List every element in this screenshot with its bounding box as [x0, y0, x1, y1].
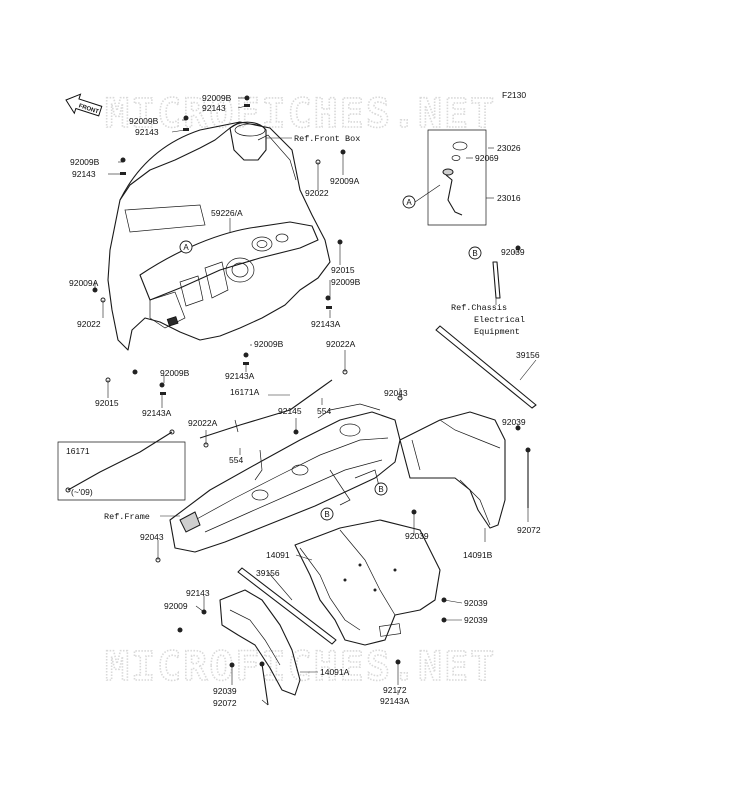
inset-harness-box [57, 429, 186, 501]
part-label: 92022A [188, 418, 218, 428]
part-label: 92039 [464, 598, 488, 608]
figure-code: F2130 [502, 90, 526, 100]
part-label: 92009B [331, 277, 361, 287]
watermark-bottom: MICROFICHES.NET [105, 644, 496, 690]
callout-a-dash: A [179, 240, 193, 254]
part-label: 59226/A [211, 208, 243, 218]
rubber-strip-right [435, 325, 537, 409]
part-label: 16171 [66, 446, 90, 456]
part-label: 92143A [142, 408, 172, 418]
rod-right [525, 447, 531, 508]
leader-lines [94, 97, 537, 706]
part-label: 92143A [225, 371, 255, 381]
part-label: 92039 [213, 686, 237, 696]
part-label: Electrical [474, 315, 525, 325]
part-label: 92039 [502, 417, 526, 427]
part-label: 92015 [95, 398, 119, 408]
part-labels: 92009B 92143 92009B 92143 Ref.Front Box … [66, 93, 541, 708]
part-label: 92143 [135, 127, 159, 137]
callout-b-floor: B [320, 507, 334, 521]
part-label: 92022 [77, 319, 101, 329]
part-label: 92009B [254, 339, 284, 349]
part-label: 92009B [160, 368, 190, 378]
part-label: 92022 [305, 188, 329, 198]
part-label: 92039 [464, 615, 488, 625]
dashboard-cover-part [107, 121, 331, 351]
svg-text:A: A [183, 243, 189, 252]
callout-b-chassis: B [468, 246, 482, 260]
rear-frame-part [169, 403, 401, 553]
part-label: 14091 [266, 550, 290, 560]
part-label: 92143A [380, 696, 410, 706]
part-label: 92043 [140, 532, 164, 542]
part-label: 92039 [501, 247, 525, 257]
part-label: Equipment [474, 327, 520, 337]
part-label: 39156 [516, 350, 540, 360]
part-label: 92015 [331, 265, 355, 275]
part-label: 92009B [202, 93, 232, 103]
svg-text:B: B [378, 485, 383, 494]
part-label: Ref.Front Box [294, 134, 360, 144]
part-label: 23026 [497, 143, 521, 153]
callout-b-frame: B [374, 482, 388, 496]
callout-a-box: A [402, 195, 416, 209]
part-label: 39156 [256, 568, 280, 578]
part-label: 16171A [230, 387, 260, 397]
part-label: 23016 [497, 193, 521, 203]
part-label: 92009 [164, 601, 188, 611]
part-label: 14091A [320, 667, 350, 677]
part-label: 92039 [405, 531, 429, 541]
part-label: 92069 [475, 153, 499, 163]
part-label: 92143 [72, 169, 96, 179]
right-fender-part [399, 411, 506, 529]
part-label: 92043 [384, 388, 408, 398]
switch-assembly-box [414, 129, 487, 226]
svg-text:A: A [406, 198, 412, 207]
part-label: 92009B [70, 157, 100, 167]
part-label: 92009B [129, 116, 159, 126]
part-label: 14091B [463, 550, 493, 560]
part-label: Ref.Chassis [451, 303, 507, 313]
part-label: 92143 [202, 103, 226, 113]
part-label: 92009A [69, 278, 99, 288]
part-label: 92143 [186, 588, 210, 598]
left-fender-part [219, 589, 301, 696]
rod-left [259, 661, 269, 706]
part-label: 92009A [330, 176, 360, 186]
part-label: 92172 [383, 685, 407, 695]
part-label: (~'09) [71, 487, 93, 497]
svg-text:B: B [324, 510, 329, 519]
part-label: 92022A [326, 339, 356, 349]
part-label: 92072 [213, 698, 237, 708]
part-label: 92145 [278, 406, 302, 416]
rubber-strip-left [237, 567, 337, 645]
part-label: 554 [229, 455, 243, 465]
part-label: 554 [317, 406, 331, 416]
front-arrow-icon: FRONT [65, 93, 103, 117]
part-label: 92072 [517, 525, 541, 535]
part-label: Ref.Frame [104, 512, 150, 522]
cable-harness-part [199, 379, 333, 439]
floor-panel-part [294, 519, 441, 646]
svg-text:B: B [472, 249, 477, 258]
part-label: 92143A [311, 319, 341, 329]
fastener-icons-lower [155, 245, 521, 668]
